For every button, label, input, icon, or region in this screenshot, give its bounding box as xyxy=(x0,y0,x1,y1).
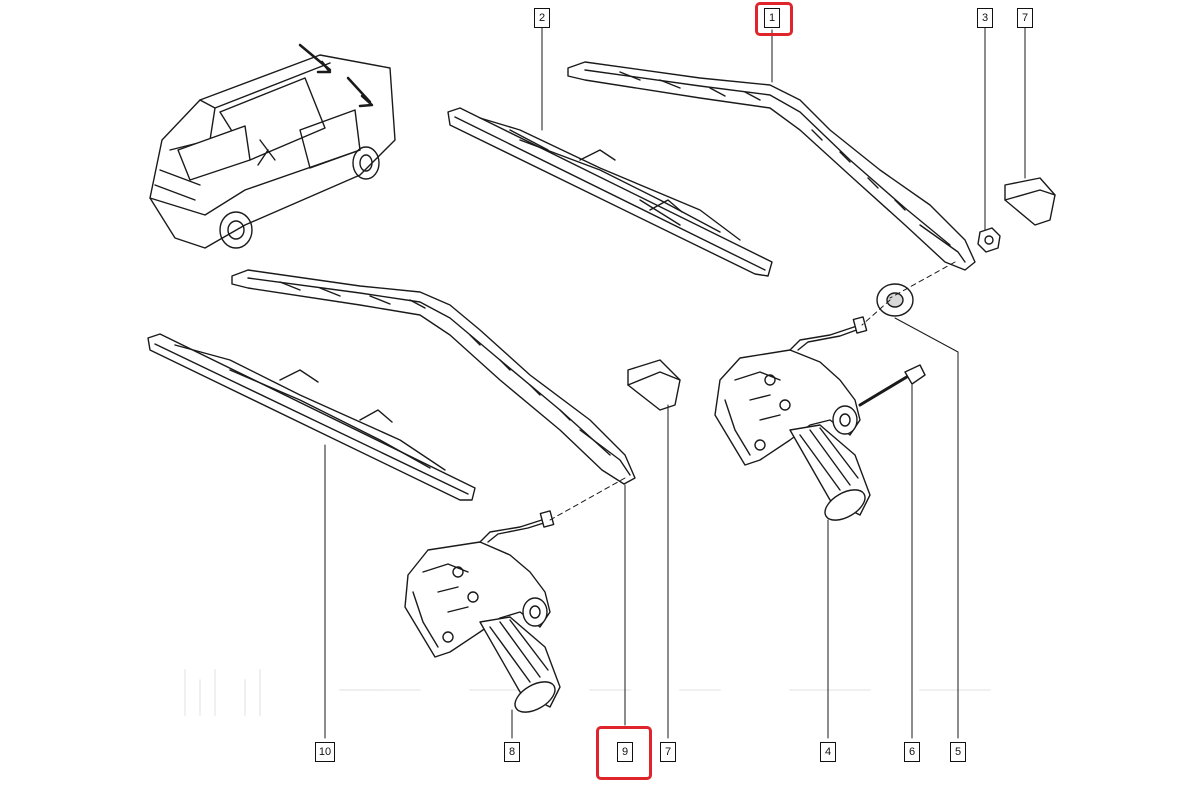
callout-8: 8 xyxy=(504,742,520,762)
nut-icon xyxy=(977,227,1001,253)
watermark xyxy=(184,669,991,716)
callout-1: 1 xyxy=(764,8,780,28)
van-icon xyxy=(149,43,396,249)
callout-4: 4 xyxy=(820,742,836,762)
callout-3: 3 xyxy=(977,8,993,28)
callout-10: 10 xyxy=(315,742,335,762)
callout-7-bottom: 7 xyxy=(660,742,676,762)
wiper-blade-upper xyxy=(447,107,773,277)
bolt-icon xyxy=(858,364,926,407)
callout-7-top: 7 xyxy=(1017,8,1033,28)
callout-6: 6 xyxy=(904,742,920,762)
wiper-blade-lower xyxy=(147,333,476,501)
wiper-arm-upper xyxy=(567,61,976,271)
seal-washer-icon xyxy=(876,283,914,317)
wiper-motor-upper xyxy=(714,316,871,521)
arm-cap-upper-icon xyxy=(1004,177,1056,226)
wiper-arm-lower xyxy=(231,269,636,485)
callout-5: 5 xyxy=(950,742,966,762)
callout-2: 2 xyxy=(534,8,550,28)
callout-9: 9 xyxy=(617,742,633,762)
wiper-motor-lower xyxy=(404,510,561,713)
callout-1-highlight xyxy=(755,2,793,36)
arm-cap-lower-icon xyxy=(627,359,681,411)
assembly-guide-lines xyxy=(549,261,956,521)
callout-leader-lines xyxy=(324,27,1026,739)
callout-9-highlight xyxy=(596,726,652,780)
